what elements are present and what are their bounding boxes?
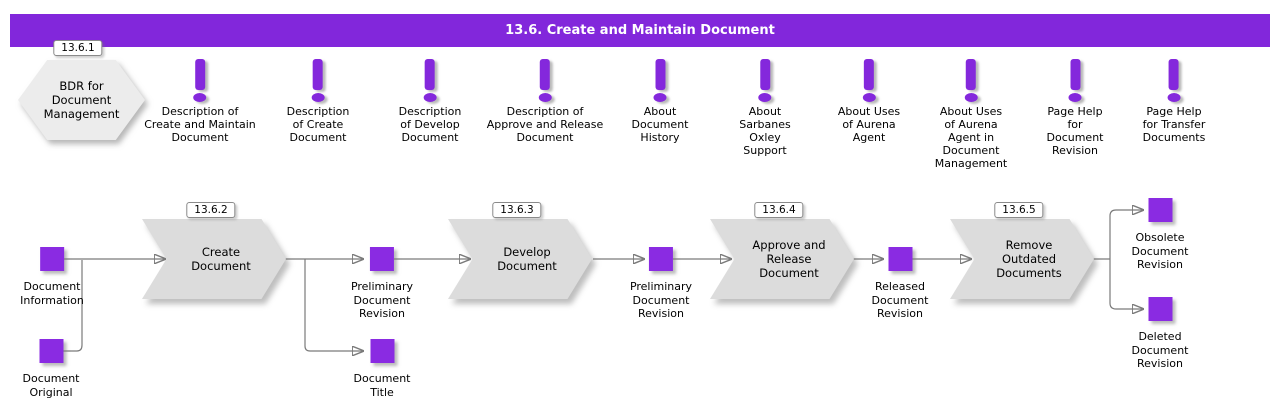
bdr-for-document-management-hexagon[interactable]: BDR for Document Management [18, 60, 145, 140]
exclamation-icon [964, 59, 978, 102]
info-about-document-history[interactable]: About Document History [632, 59, 689, 144]
info-description-of-develop-document[interactable]: Description of Develop Document [398, 59, 462, 144]
exclamation-icon [538, 59, 552, 102]
artifact-label: Obsolete Document Revision [1131, 231, 1189, 271]
artifact-label: Document Information [20, 280, 84, 307]
artifact-label: Document Original [22, 372, 80, 399]
info-about-sarbanes-oxley-support[interactable]: About Sarbanes Oxley Support [739, 59, 791, 157]
info-label: Page Help for Document Revision [1046, 105, 1104, 157]
artifact-label: Preliminary Document Revision [629, 280, 693, 320]
chevron-shape: Remove Outdated Documents [950, 219, 1094, 299]
document-node-icon [1148, 297, 1172, 321]
exclamation-icon [193, 59, 207, 102]
info-label: Page Help for Transfer Documents [1142, 105, 1206, 144]
badge-13-6-3[interactable]: 13.6.3 [492, 202, 542, 218]
exclamation-icon [1068, 59, 1082, 102]
badge-13-6-4[interactable]: 13.6.4 [754, 202, 804, 218]
info-description-of-approve-and-release-document[interactable]: Description of Approve and Release Docum… [487, 59, 603, 144]
artifact-obsolete-document-revision[interactable]: Obsolete Document Revision [1132, 198, 1189, 272]
document-node-icon [40, 247, 64, 271]
step-develop-document[interactable]: Develop Document [448, 219, 592, 299]
exclamation-icon [862, 59, 876, 102]
info-description-of-create-and-maintain-document[interactable]: Description of Create and Maintain Docum… [144, 59, 256, 144]
connector-create-to-document-title [304, 259, 363, 351]
badge-13-6-5[interactable]: 13.6.5 [994, 202, 1044, 218]
badge-13-6-1[interactable]: 13.6.1 [53, 40, 103, 56]
connector-remove-to-obsolete-revision [1109, 210, 1143, 259]
artifact-document-title[interactable]: Document Title [354, 339, 411, 399]
exclamation-icon [311, 59, 325, 102]
artifact-preliminary-document-revision-2[interactable]: Preliminary Document Revision [630, 247, 692, 321]
artifact-preliminary-document-revision-1[interactable]: Preliminary Document Revision [351, 247, 413, 321]
connector-document-original-join [63, 260, 83, 352]
info-label: About Document History [631, 105, 689, 144]
document-node-icon [888, 247, 912, 271]
info-label: About Sarbanes Oxley Support [739, 105, 791, 157]
info-label: Description of Create and Maintain Docum… [144, 105, 256, 144]
artifact-document-original[interactable]: Document Original [23, 339, 80, 399]
chevron-shape: Approve and Release Document [710, 219, 854, 299]
step-create-document[interactable]: Create Document [142, 219, 286, 299]
info-about-uses-of-aurena-agent-in-document-management[interactable]: About Uses of Aurena Agent in Document M… [935, 59, 1007, 170]
badge-13-6-2[interactable]: 13.6.2 [186, 202, 236, 218]
exclamation-icon [758, 59, 772, 102]
artifact-released-document-revision[interactable]: Released Document Revision [872, 247, 929, 321]
hexagon-shape: BDR for Document Management [18, 60, 145, 140]
info-label: Description of Approve and Release Docum… [486, 105, 604, 144]
document-node-icon [370, 339, 394, 363]
document-node-icon [39, 339, 63, 363]
exclamation-icon [653, 59, 667, 102]
document-node-icon [370, 247, 394, 271]
step-approve-and-release-document[interactable]: Approve and Release Document [710, 219, 854, 299]
info-label: Description of Create Document [286, 105, 350, 144]
artifact-label: Document Title [353, 372, 411, 399]
info-label: About Uses of Aurena Agent in Document M… [934, 105, 1008, 170]
info-page-help-for-transfer-documents[interactable]: Page Help for Transfer Documents [1142, 59, 1206, 144]
chevron-shape: Create Document [142, 219, 286, 299]
info-page-help-for-document-revision[interactable]: Page Help for Document Revision [1047, 59, 1104, 157]
step-remove-outdated-documents[interactable]: Remove Outdated Documents [950, 219, 1094, 299]
info-label: About Uses of Aurena Agent [837, 105, 901, 144]
info-label: Description of Develop Document [398, 105, 462, 144]
artifact-label: Deleted Document Revision [1131, 330, 1189, 370]
artifact-label: Preliminary Document Revision [350, 280, 414, 320]
artifact-document-information[interactable]: Document Information [20, 247, 84, 307]
info-about-uses-of-aurena-agent[interactable]: About Uses of Aurena Agent [838, 59, 900, 144]
page-title: 13.6. Create and Maintain Document [505, 23, 775, 38]
info-description-of-create-document[interactable]: Description of Create Document [286, 59, 350, 144]
artifact-label: Released Document Revision [871, 280, 929, 320]
chevron-shape: Develop Document [448, 219, 592, 299]
connector-remove-to-deleted-revision [1109, 259, 1143, 309]
exclamation-icon [1167, 59, 1181, 102]
document-node-icon [1148, 198, 1172, 222]
artifact-deleted-document-revision[interactable]: Deleted Document Revision [1132, 297, 1189, 371]
exclamation-icon [423, 59, 437, 102]
title-bar: 13.6. Create and Maintain Document [10, 14, 1270, 47]
document-node-icon [649, 247, 673, 271]
